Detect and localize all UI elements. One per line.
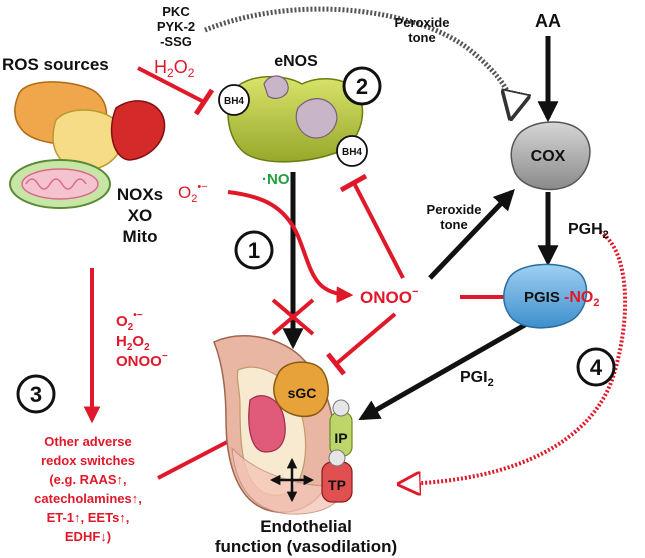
- ip-receptor-illustration: [329, 399, 353, 457]
- label-noxs: NOXs: [117, 185, 163, 204]
- label-peroxide-tone-mid-2: tone: [440, 217, 467, 232]
- label-h2o2-left: H2O2: [116, 333, 150, 353]
- pgis-illustration: [503, 263, 588, 329]
- label-cox: COX: [531, 148, 566, 165]
- label-bh4-right: BH4: [342, 147, 362, 158]
- label-sgc: sGC: [288, 385, 317, 401]
- red-x-2: [271, 298, 315, 336]
- label-pkc: PKC: [162, 4, 190, 19]
- label-adverse-4: catecholamines↑,: [34, 491, 142, 506]
- enos-illustration: [227, 75, 364, 163]
- label-ip: IP: [334, 430, 347, 446]
- label-num-2: 2: [356, 74, 368, 99]
- onoo-to-cox-arrow: [428, 188, 515, 280]
- num-1-circle: [234, 230, 274, 270]
- label-num-3: 3: [30, 382, 42, 407]
- label-onoo: ONOO−: [360, 286, 418, 307]
- label-pyk2: PYK-2: [157, 19, 195, 34]
- label-xo: XO: [128, 206, 153, 225]
- label-pgi2: PGI2: [460, 369, 494, 389]
- pgh2-to-tp-dotted-arrow: [404, 230, 628, 484]
- label-pgh2: PGH2: [568, 221, 609, 241]
- label-superoxide: O2•−: [178, 181, 208, 205]
- label-num-4: 4: [590, 355, 603, 380]
- label-peroxide-tone-top-1: Peroxide: [395, 15, 450, 30]
- label-no: ·NO: [262, 171, 290, 188]
- label-peroxide-tone-mid-1: Peroxide: [427, 202, 482, 217]
- cox-illustration: [510, 121, 591, 191]
- label-num-1: 1: [248, 238, 260, 263]
- label-ros-sources: ROS sources: [2, 55, 109, 74]
- onoo-inhibit-sgc-bar: [326, 352, 346, 376]
- label-adverse-6: EDHF↓): [65, 529, 111, 544]
- label-enos: eNOS: [274, 53, 318, 70]
- label-adverse-2: redox switches: [41, 453, 135, 468]
- peroxide-tone-dotted-arc: [204, 6, 512, 112]
- label-ssg: -SSG: [160, 34, 192, 49]
- bh4-left-circle: [218, 84, 250, 116]
- vasodilation-arrows-icon: [269, 457, 315, 503]
- label-adverse-3: (e.g. RAAS↑,: [49, 472, 126, 487]
- num-4-circle: [576, 347, 616, 387]
- label-endothelial-1: Endothelial: [260, 517, 352, 536]
- bh4-right-circle: [336, 135, 368, 167]
- num-2-circle: [342, 66, 382, 106]
- onoo-inhibit-enos-bar: [339, 173, 368, 193]
- label-adverse-1: Other adverse: [44, 434, 131, 449]
- num-3-circle: [16, 374, 56, 414]
- ros-sources-illustration: [9, 81, 166, 209]
- onoo-inhibit-sgc: [334, 312, 397, 366]
- label-adverse-5: ET-1↑, EETs↑,: [47, 510, 130, 525]
- label-onoo-left: ONOO−: [116, 351, 168, 370]
- label-peroxide-tone-top-2: tone: [408, 30, 435, 45]
- label-aa: AA: [535, 11, 561, 31]
- label-pgis: PGIS: [524, 289, 560, 306]
- onoo-inhibit-enos: [352, 182, 405, 279]
- sgc-illustration: [273, 361, 329, 418]
- label-h2o2-top: H2O2: [154, 57, 195, 80]
- tp-receptor-illustration: [321, 449, 353, 503]
- label-endothelial-2: function (vasodilation): [215, 537, 397, 556]
- label-bh4-left: BH4: [224, 96, 244, 107]
- pgi2-to-ip-arrow: [358, 319, 532, 421]
- ros-inhibit-enos: [137, 66, 205, 104]
- label-no2: -NO2: [564, 289, 599, 309]
- label-mito: Mito: [123, 227, 158, 246]
- label-tp: TP: [328, 477, 346, 493]
- superoxide-to-onoo-arrow: [227, 190, 354, 304]
- label-o2-left: O2•−: [116, 310, 143, 333]
- ros-inhibit-enos-bar: [193, 88, 215, 116]
